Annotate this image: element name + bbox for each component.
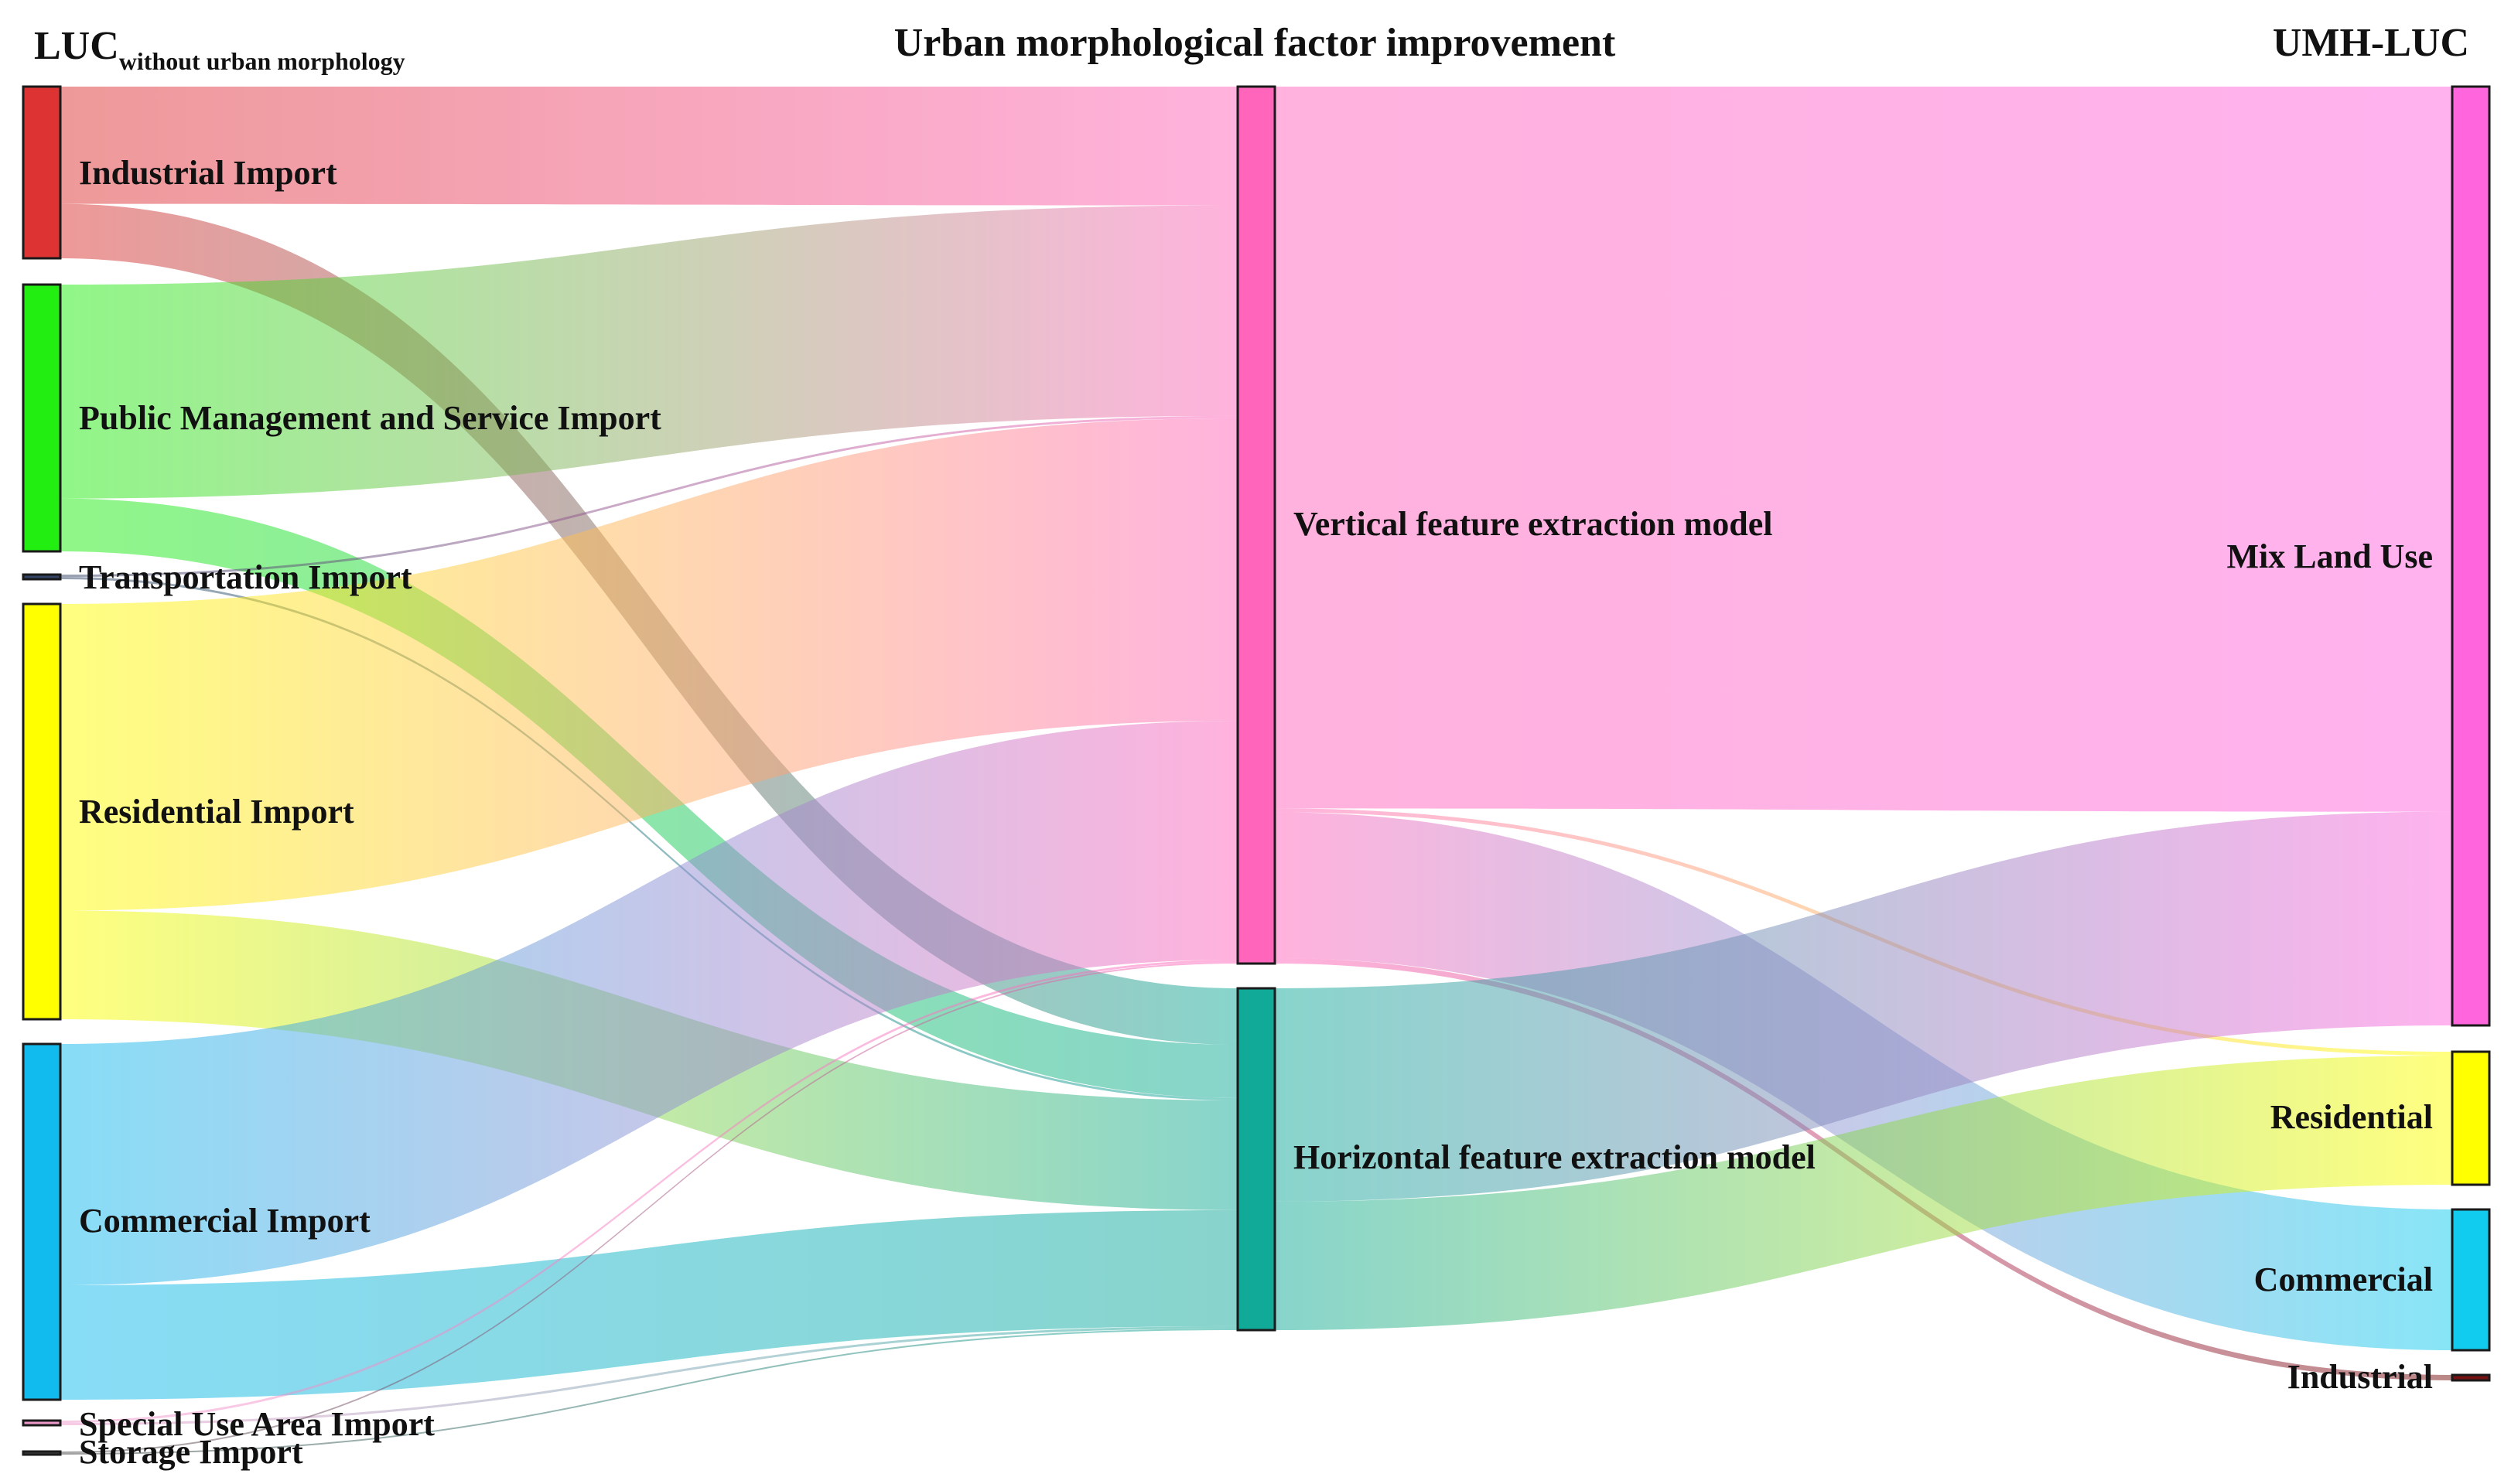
public-management-import-label: Public Management and Service Import <box>79 399 661 437</box>
special-use-area-import-node[interactable] <box>22 1419 62 1427</box>
left-column-header: LUCwithout urban morphology <box>34 24 405 75</box>
vertical-model-label: Vertical feature extraction model <box>1293 505 1772 543</box>
horizontal-model-node[interactable] <box>1236 987 1276 1332</box>
link-transport-import-to-vertical[interactable] <box>60 415 1238 577</box>
industrial-output-label: Industrial <box>2287 1358 2433 1396</box>
left-header-main: LUC <box>34 24 119 68</box>
right-column-header: UMH-LUC <box>2273 21 2469 65</box>
link-industrial-import-to-vertical[interactable] <box>60 87 1238 206</box>
commercial-import-node[interactable] <box>22 1042 62 1401</box>
storage-import-node[interactable] <box>22 1450 62 1456</box>
commercial-import-label: Commercial Import <box>79 1202 371 1240</box>
transportation-import-label: Transportation Import <box>79 558 412 596</box>
node-labels: Industrial Import Public Management and … <box>79 154 2433 1471</box>
link-public-import-to-vertical[interactable] <box>60 205 1238 499</box>
link-special-import-to-vertical[interactable] <box>60 960 1238 1423</box>
vertical-model-node[interactable] <box>1236 85 1276 965</box>
link-storage-import-to-vertical[interactable] <box>60 962 1238 1453</box>
residential-output-node[interactable] <box>2451 1050 2491 1186</box>
storage-import-label: Storage Import <box>79 1433 303 1471</box>
residential-output-label: Residential <box>2270 1098 2433 1136</box>
link-horizontal-to-residential-out[interactable] <box>1275 1056 2452 1330</box>
node-bars <box>22 85 2491 1456</box>
link-horizontal-to-mix[interactable] <box>1275 811 2452 1202</box>
residential-import-label: Residential Import <box>79 793 354 831</box>
link-special-import-to-horizontal[interactable] <box>60 1325 1238 1425</box>
commercial-output-label: Commercial <box>2254 1261 2433 1298</box>
link-vertical-to-mix[interactable] <box>1275 87 2452 812</box>
industrial-import-node[interactable] <box>22 85 62 260</box>
mix-land-use-label: Mix Land Use <box>2227 537 2433 575</box>
commercial-output-node[interactable] <box>2451 1208 2491 1352</box>
transportation-import-node[interactable] <box>22 573 62 581</box>
flow-links <box>60 87 2452 1455</box>
middle-column-header: Urban morphological factor improvement <box>894 21 1616 65</box>
horizontal-model-label: Horizontal feature extraction model <box>1293 1138 1816 1176</box>
special-use-area-import-label: Special Use Area Import <box>79 1405 435 1443</box>
residential-import-node[interactable] <box>22 602 62 1021</box>
link-residential-import-to-vertical[interactable] <box>60 418 1238 911</box>
link-commercial-import-to-vertical[interactable] <box>60 721 1238 1285</box>
industrial-import-label: Industrial Import <box>79 154 337 192</box>
public-management-import-node[interactable] <box>22 283 62 553</box>
link-transport-import-to-horizontal[interactable] <box>60 577 1238 1100</box>
link-commercial-import-to-horizontal[interactable] <box>60 1209 1238 1400</box>
mix-land-use-node[interactable] <box>2451 85 2491 1027</box>
left-header-subscript: without urban morphology <box>119 47 405 75</box>
industrial-output-node[interactable] <box>2451 1373 2491 1382</box>
link-storage-import-to-horizontal[interactable] <box>60 1328 1238 1455</box>
